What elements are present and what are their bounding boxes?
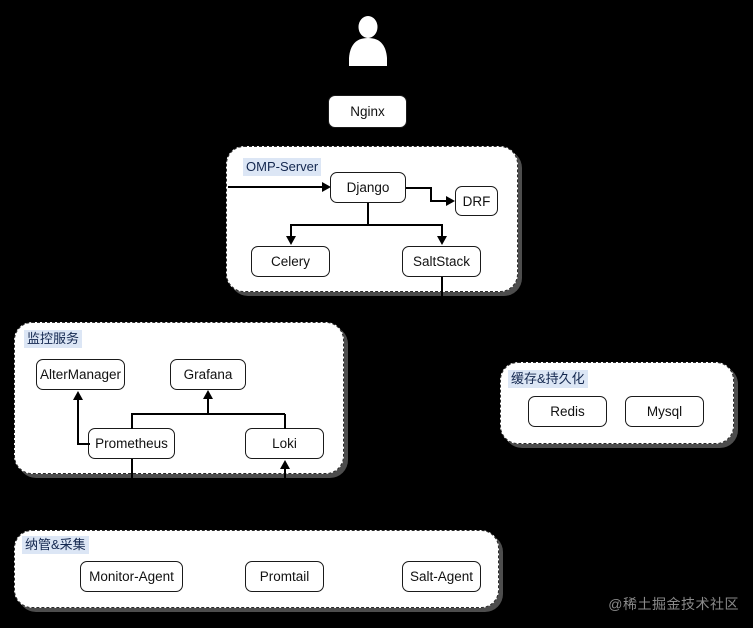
- node-mysql-label: Mysql: [646, 404, 683, 419]
- edge-bus-saltstack-v: [441, 224, 443, 238]
- node-altermanager[interactable]: AlterManager: [36, 359, 125, 390]
- edge-django-drf-v: [430, 187, 432, 201]
- edge-ingress-django-line: [228, 186, 327, 188]
- node-promtail-label: Promtail: [259, 569, 310, 584]
- group-cache-persistence-label: 缓存&持久化: [508, 370, 588, 389]
- node-redis-label: Redis: [550, 404, 585, 419]
- node-monitor-agent-label: Monitor-Agent: [89, 569, 174, 584]
- edge-django-drf-h2: [430, 200, 450, 202]
- edge-prom-alter-arrow: [73, 391, 83, 400]
- group-omp-server-label: OMP-Server: [243, 158, 322, 177]
- node-altermanager-label: AlterManager: [39, 367, 122, 382]
- edge-prom-alter-v: [77, 400, 79, 444]
- edge-bus-celery-arrow: [286, 236, 296, 245]
- edge-loki-bus-v: [284, 414, 286, 429]
- node-monitor-agent[interactable]: Monitor-Agent: [80, 561, 183, 592]
- node-loki[interactable]: Loki: [245, 428, 324, 459]
- node-django-label: Django: [346, 180, 390, 195]
- node-celery[interactable]: Celery: [251, 246, 330, 277]
- edge-bus-saltstack-arrow: [437, 236, 447, 245]
- node-mysql[interactable]: Mysql: [625, 396, 704, 427]
- node-saltstack-label: SaltStack: [412, 254, 471, 269]
- node-django[interactable]: Django: [330, 172, 406, 203]
- node-grafana-label: Grafana: [183, 367, 233, 382]
- node-loki-label: Loki: [272, 436, 297, 451]
- node-redis[interactable]: Redis: [528, 396, 607, 427]
- edge-prom-alter-h: [77, 443, 90, 445]
- node-nginx[interactable]: Nginx: [328, 95, 407, 128]
- node-drf-label: DRF: [462, 193, 491, 209]
- node-salt-agent[interactable]: Salt-Agent: [402, 561, 481, 592]
- edge-django-drf-arrow: [446, 196, 455, 206]
- node-nginx-label: Nginx: [350, 104, 385, 119]
- edge-prom-monitoragent-line: [131, 459, 133, 555]
- node-drf[interactable]: DRF: [455, 186, 498, 216]
- edge-bus-grafana-arrow: [203, 390, 213, 399]
- edge-saltstack-saltagent-line: [441, 277, 443, 555]
- group-collection-label: 纳管&采集: [22, 536, 89, 555]
- group-monitoring-label: 监控服务: [24, 330, 83, 349]
- edge-django-bus-v: [367, 203, 369, 225]
- node-celery-label: Celery: [270, 254, 310, 269]
- edge-bus-grafana-v: [207, 399, 209, 414]
- edge-prom-bus-v: [131, 414, 133, 429]
- node-saltstack[interactable]: SaltStack: [402, 246, 481, 277]
- edge-bus-celery-v: [290, 224, 292, 238]
- watermark: @稀土掘金技术社区: [608, 596, 739, 612]
- node-prometheus-label: Prometheus: [95, 436, 168, 451]
- edge-promtail-loki-arrow: [280, 460, 290, 469]
- node-grafana[interactable]: Grafana: [170, 359, 246, 390]
- node-prometheus[interactable]: Prometheus: [88, 428, 175, 459]
- node-salt-agent-label: Salt-Agent: [409, 569, 474, 584]
- node-promtail[interactable]: Promtail: [245, 561, 324, 592]
- user-icon: [340, 14, 396, 66]
- edge-ingress-django-arrow: [322, 182, 331, 192]
- edge-promtail-loki-line: [284, 469, 286, 561]
- edge-django-drf-h1: [406, 187, 431, 189]
- edge-django-bus-h: [290, 224, 442, 226]
